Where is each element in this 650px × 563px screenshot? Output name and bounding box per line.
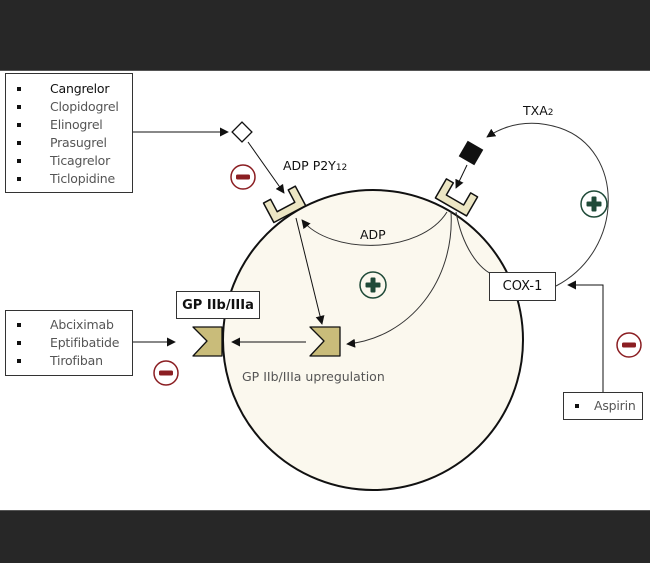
drug-name: Tirofiban <box>50 353 103 368</box>
minus-sign-icon <box>230 164 256 190</box>
gp-upregulation-receptor <box>309 326 341 357</box>
adp-arrow <box>301 211 448 246</box>
p2y12-receptor <box>262 185 307 224</box>
cox-to-txa2-loop <box>486 122 609 287</box>
bullet-icon <box>575 404 579 408</box>
drug-item: Cangrelor <box>6 80 132 98</box>
drug-item: Ticlopidine <box>6 170 132 188</box>
cox-inhibitor-list: Aspirin <box>563 392 643 420</box>
gp-surface-receptor <box>192 326 223 357</box>
bullet-icon <box>17 87 21 91</box>
p2y12-receptor-label: ADP P2Y12 <box>283 158 347 173</box>
drug-name: Cangrelor <box>50 81 110 96</box>
drug-name: Abciximab <box>50 317 114 332</box>
plus-sign-icon <box>359 271 387 299</box>
bottom-letterbox-band <box>0 510 650 563</box>
bullet-icon <box>17 141 21 145</box>
drug-item: Prasugrel <box>6 134 132 152</box>
txa2-receptor <box>434 178 479 217</box>
txa2-to-gp-arrow <box>346 211 452 348</box>
txa2-molecule <box>458 140 484 166</box>
top-letterbox-band <box>0 0 650 71</box>
txa2-to-receptor-arrow <box>455 164 468 189</box>
drug-item: Ticagrelor <box>6 152 132 170</box>
platelet-cell <box>222 189 524 491</box>
diamond-to-receptor-arrow <box>247 141 285 194</box>
p2y12-label-sub: 12 <box>335 163 348 173</box>
gp-receptor-label-box: GP IIb/IIIa <box>176 291 260 319</box>
drug-name: Elinogrel <box>50 117 103 132</box>
p2y12-inhibitor-list: Cangrelor Clopidogrel Elinogrel Prasugre… <box>5 73 133 193</box>
txa2-label-main: TXA <box>523 103 548 118</box>
diagram-canvas: Cangrelor Clopidogrel Elinogrel Prasugre… <box>0 70 650 510</box>
plus-sign-icon <box>580 190 608 218</box>
drug-item: Abciximab <box>6 316 132 334</box>
drug-name: Eptifibatide <box>50 335 120 350</box>
drug-name: Ticlopidine <box>50 171 115 186</box>
drug-item: Elinogrel <box>6 116 132 134</box>
minus-sign-icon <box>153 360 179 386</box>
adp-label: ADP <box>360 227 386 242</box>
gp-upregulation-label: GP IIb/IIIa upregulation <box>242 369 385 384</box>
txa2-label-sub: 2 <box>547 108 554 118</box>
p2y12-label-main: ADP P2Y <box>283 158 336 173</box>
aspirin-to-cox-arrow <box>567 280 604 392</box>
cox1-label-box: COX-1 <box>489 272 556 301</box>
txa2-label: TXA2 <box>523 103 553 118</box>
drug-item: Tirofiban <box>6 352 132 370</box>
minus-sign-icon <box>616 332 642 358</box>
bullet-icon <box>17 177 21 181</box>
bullet-icon <box>17 323 21 327</box>
drug-item: Aspirin <box>564 397 642 415</box>
gp-inhibitor-list: Abciximab Eptifibatide Tirofiban <box>5 310 133 376</box>
bullet-icon <box>17 105 21 109</box>
bullet-icon <box>17 341 21 345</box>
p2y12-to-gp-arrow <box>295 217 325 325</box>
drug-item: Eptifibatide <box>6 334 132 352</box>
diagram-svg <box>133 121 642 491</box>
drug-name: Prasugrel <box>50 135 107 150</box>
drug-name: Aspirin <box>594 398 636 413</box>
bullet-icon <box>17 159 21 163</box>
bullet-icon <box>17 359 21 363</box>
drug-name: Clopidogrel <box>50 99 119 114</box>
bullet-icon <box>17 123 21 127</box>
drug-name: Ticagrelor <box>50 153 111 168</box>
p2y12-inhibitor-diamond <box>231 121 253 143</box>
drug-item: Clopidogrel <box>6 98 132 116</box>
